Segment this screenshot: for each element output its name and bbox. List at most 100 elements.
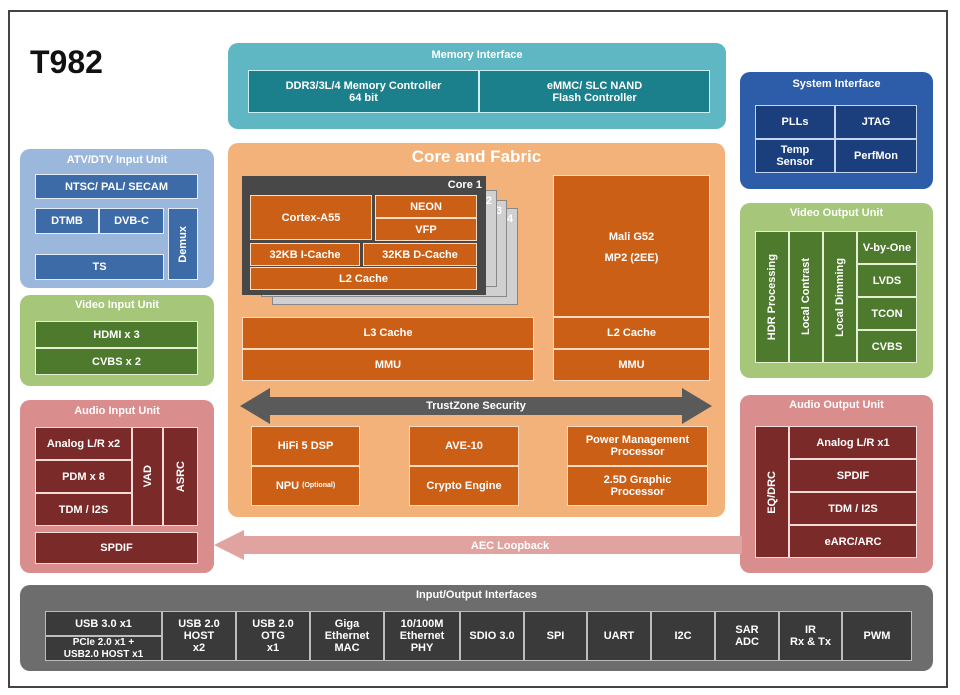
core-1-cluster: Core 1 Cortex-A55 NEON VFP 32KB I-Cache … [242,176,486,295]
video-output-panel: Video Output Unit HDR Processing Local C… [740,203,933,378]
ntsc-pal-secam-block: NTSC/ PAL/ SECAM [35,174,198,199]
lvds-block: LVDS [857,264,917,297]
local-contrast-block: Local Contrast [789,231,823,363]
tdm-i2s-output-block: TDM / I2S [789,492,917,525]
io-item: PWM [842,611,912,661]
asrc-label: ASRC [174,460,187,493]
usb3-block: USB 3.0 x1 [45,611,162,636]
system-interface-title: System Interface [792,78,881,90]
i-cache-block: 32KB I-Cache [250,243,360,266]
io-item: I2C [651,611,715,661]
pcie-block: PCIe 2.0 x1 + USB2.0 HOST x1 [45,636,162,661]
spdif-input-block: SPDIF [35,532,198,564]
io-item: USB 2.0 OTG x1 [236,611,310,661]
eq-drc-label: EQ/DRC [766,470,778,514]
io-item: SAR ADC [715,611,779,661]
dvb-c-block: DVB-C [99,208,164,234]
atv-dtv-input-title: ATV/DTV Input Unit [66,154,168,166]
cvbs-output-block: CVBS [857,330,917,363]
ddr-controller-block: DDR3/3L/4 Memory Controller 64 bit [248,70,479,113]
eq-drc-block: EQ/DRC [755,426,789,558]
vfp-block: VFP [375,218,477,241]
aec-loopback-label: AEC Loopback [470,540,550,552]
vad-block: VAD [132,427,163,526]
hifi-dsp-block: HiFi 5 DSP [251,426,360,466]
core-fabric-panel: Core and Fabric 4 3 2 Core 1 Cortex-A55 … [228,143,725,517]
io-item: UART [587,611,651,661]
local-contrast-label: Local Contrast [800,258,812,336]
cortex-a55-block: Cortex-A55 [250,195,372,240]
atv-dtv-input-panel: ATV/DTV Input Unit NTSC/ PAL/ SECAM DTMB… [20,149,214,288]
pdm-block: PDM x 8 [35,460,132,493]
cvbs-input-block: CVBS x 2 [35,348,198,375]
core-1-label: Core 1 [447,179,482,191]
vad-label: VAD [141,465,154,488]
io-item: Giga Ethernet MAC [310,611,384,661]
d-cache-block: 32KB D-Cache [363,243,477,266]
plls-block: PLLs [755,105,835,139]
video-output-title: Video Output Unit [789,207,884,219]
mp2-label: MP2 (2EE) [604,252,659,264]
neon-block: NEON [375,195,477,218]
io-item: 10/100M Ethernet PHY [384,611,460,661]
npu-label: NPU [275,480,300,492]
tcon-block: TCON [857,297,917,330]
audio-input-panel: Audio Input Unit Analog L/R x2 PDM x 8 T… [20,400,214,573]
io-item: SPI [524,611,587,661]
power-management-block: Power Management Processor [567,426,708,466]
crypto-engine-block: Crypto Engine [409,466,519,506]
graphic-processor-block: 2.5D Graphic Processor [567,466,708,506]
asrc-block: ASRC [163,427,198,526]
gpu-mmu-block: MMU [553,349,710,381]
emmc-controller-block: eMMC/ SLC NAND Flash Controller [479,70,710,113]
earc-block: eARC/ARC [789,525,917,558]
spdif-output-block: SPDIF [789,459,917,492]
trustzone-label: TrustZone Security [426,400,526,412]
system-interface-panel: System Interface PLLs JTAG Temp Sensor P… [740,72,933,189]
l3-cache-block: L3 Cache [242,317,534,349]
npu-optional-label: (Optional) [302,482,336,489]
io-item: IR Rx & Tx [779,611,842,661]
io-item: USB 2.0 HOST x2 [162,611,236,661]
video-input-title: Video Input Unit [74,299,160,311]
tdm-i2s-input-block: TDM / I2S [35,493,132,526]
perfmon-block: PerfMon [835,139,917,173]
dtmb-block: DTMB [35,208,99,234]
mali-gpu-block: Mali G52 MP2 (2EE) [553,175,710,317]
npu-block: NPU (Optional) [251,466,360,506]
hdmi-block: HDMI x 3 [35,321,198,348]
demux-label: Demux [177,225,189,263]
memory-interface-title: Memory Interface [431,49,523,61]
ave-10-block: AVE-10 [409,426,519,466]
aec-loopback-arrow [214,530,742,560]
mali-g52-label: Mali G52 [608,231,655,243]
l2-cache-block: L2 Cache [250,267,477,290]
hdr-processing-block: HDR Processing [755,231,789,363]
core-4-label: 4 [506,213,513,225]
v-by-one-block: V-by-One [857,231,917,264]
analog-lr-x2-block: Analog L/R x2 [35,427,132,460]
core-3-label: 3 [495,205,502,217]
hdr-processing-label: HDR Processing [766,253,778,341]
memory-interface-panel: Memory Interface DDR3/3L/4 Memory Contro… [228,43,726,129]
jtag-block: JTAG [835,105,917,139]
demux-block: Demux [168,208,198,280]
local-dimming-label: Local Dimming [834,257,846,337]
audio-output-panel: Audio Output Unit EQ/DRC Analog L/R x1 S… [740,395,933,573]
diagram-frame [8,10,948,688]
trustzone-arrow [240,388,712,424]
io-interfaces-panel: Input/Output Interfaces USB 3.0 x1 PCIe … [20,585,933,671]
core-2-label: 2 [485,195,492,207]
mmu-block: MMU [242,349,534,381]
core-fabric-title: Core and Fabric [411,147,542,166]
ts-block: TS [35,254,164,280]
io-interfaces-title: Input/Output Interfaces [416,589,537,601]
io-item: SDIO 3.0 [460,611,524,661]
gpu-l2-cache-block: L2 Cache [553,317,710,349]
local-dimming-block: Local Dimming [823,231,857,363]
audio-input-title: Audio Input Unit [74,405,160,417]
temp-sensor-block: Temp Sensor [755,139,835,173]
analog-lr-x1-block: Analog L/R x1 [789,426,917,459]
audio-output-title: Audio Output Unit [789,399,884,411]
